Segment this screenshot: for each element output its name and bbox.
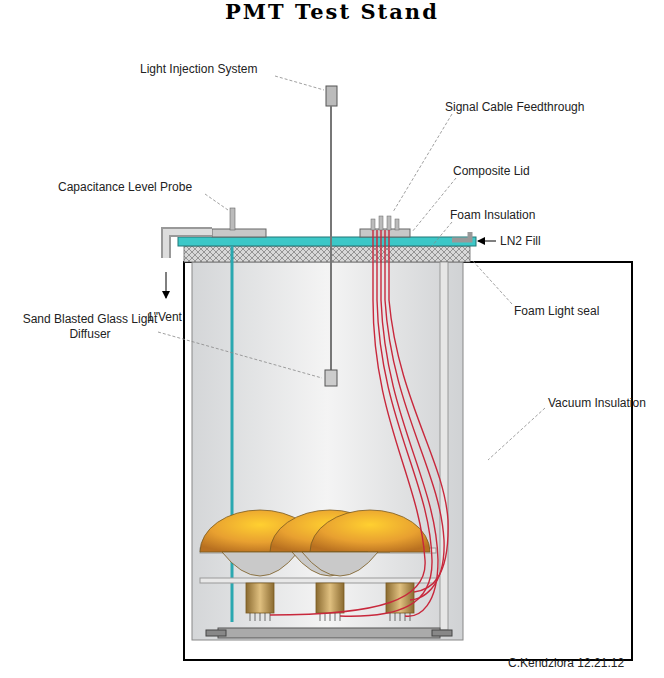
- part-label: Capacitance Level Probe: [58, 180, 192, 195]
- part-label: Sand Blasted Glass Light Diffuser: [22, 312, 158, 342]
- part-label: Foam Insulation: [450, 208, 535, 223]
- part-label: C.Kendziora 12.21.12: [508, 656, 624, 671]
- diagram-title: PMT Test Stand: [225, 4, 439, 19]
- part-label: Light Injection System: [140, 62, 257, 77]
- part-label: Foam Light seal: [514, 304, 599, 319]
- part-label: Composite Lid: [453, 164, 530, 179]
- part-label: Signal Cable Feedthrough: [445, 100, 584, 115]
- part-label: LN2 Fill: [500, 234, 541, 249]
- part-label: Vacuum Insulation: [548, 396, 646, 411]
